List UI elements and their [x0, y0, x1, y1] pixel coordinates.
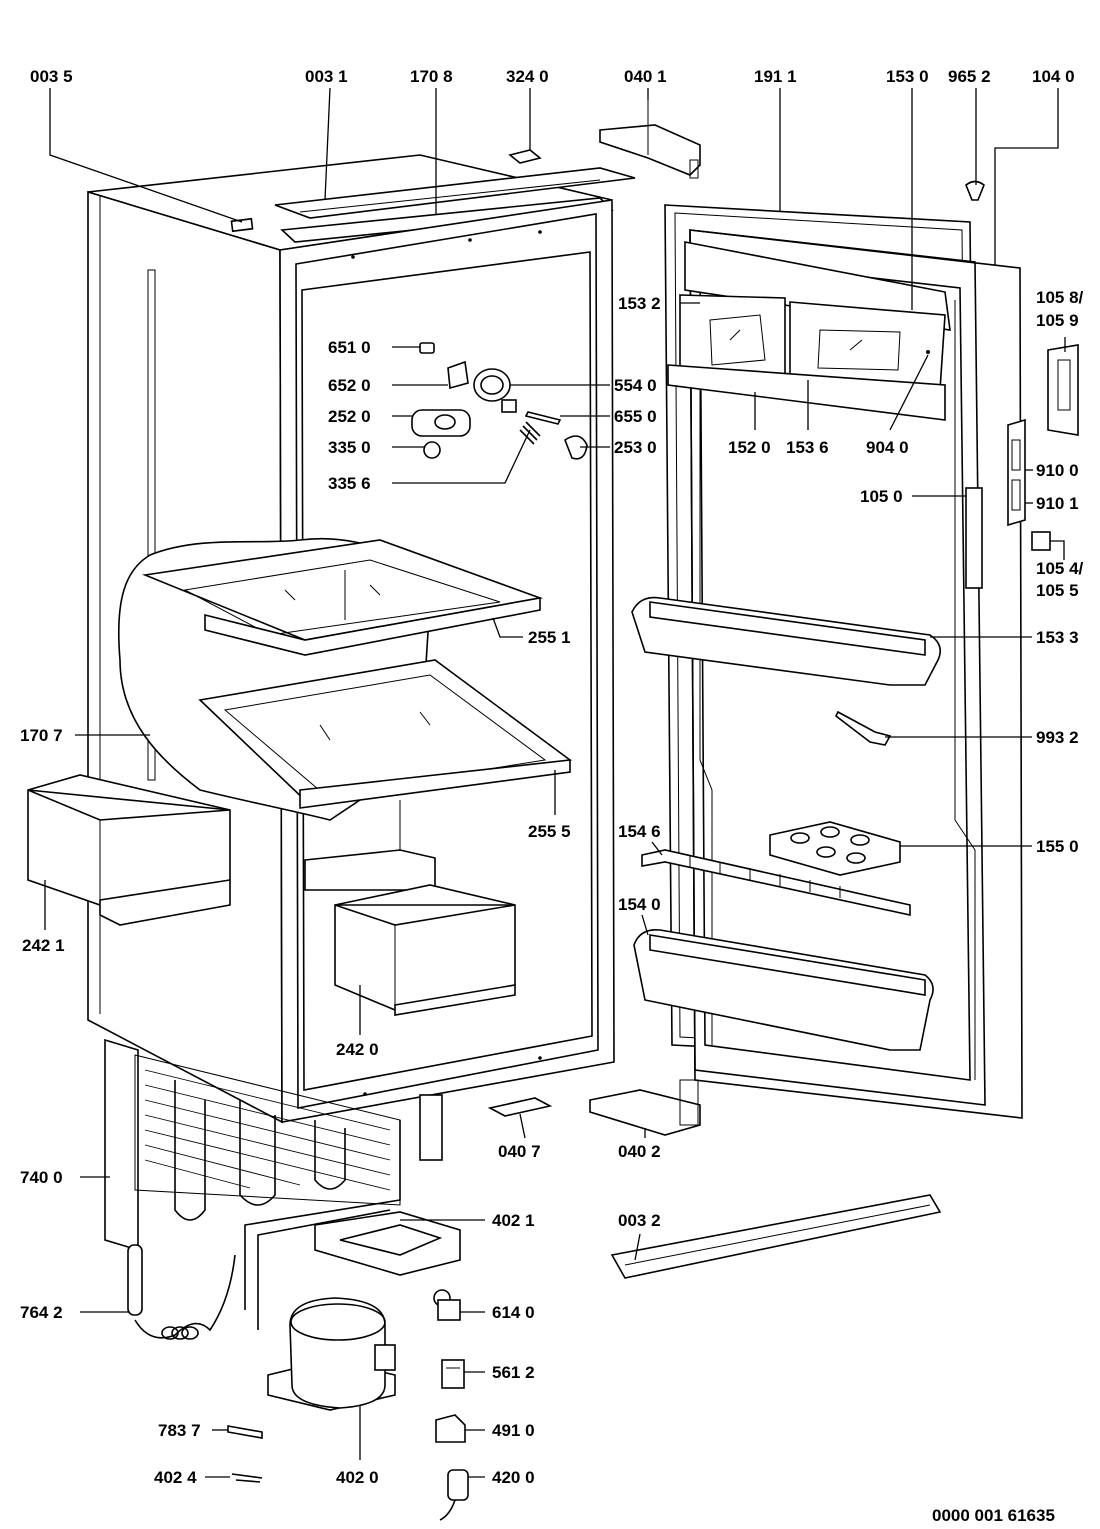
top-hinge: [599, 100, 701, 179]
callout-3356: 335 6: [328, 474, 371, 493]
pipe-discharge: [257, 1209, 391, 1330]
callout-0031: 003 1: [305, 67, 348, 86]
callout-1707: 170 7: [20, 726, 63, 745]
callout-4021: 402 1: [492, 1211, 535, 1230]
callout-7642: 764 2: [20, 1303, 63, 1322]
callout-4200: 420 0: [492, 1468, 535, 1487]
callout-2551: 255 1: [528, 628, 571, 647]
callout-9101: 910 1: [1036, 494, 1079, 513]
callout-0402: 040 2: [618, 1142, 661, 1161]
capillary-coil: [134, 1254, 236, 1339]
glass-shelf-lower: [198, 659, 572, 809]
callout-1530: 153 0: [886, 67, 929, 86]
bottom-hinge: [589, 1079, 701, 1136]
callout-1533: 153 3: [1036, 628, 1079, 647]
callout-3240: 324 0: [506, 67, 549, 86]
callout-1058: 105 8/: [1036, 288, 1084, 307]
callout-4020: 402 0: [336, 1468, 379, 1487]
leader-lines: [44, 87, 1066, 1478]
condenser-grille: [104, 1038, 443, 1252]
callout-9100: 910 0: [1036, 461, 1079, 480]
callout-0035: 003 5: [30, 67, 73, 86]
callout-5540: 554 0: [614, 376, 657, 395]
pipe-suction: [244, 1120, 401, 1310]
dairy-compartment: [667, 241, 951, 421]
callout-2420: 242 0: [336, 1040, 379, 1059]
door-rail: [641, 849, 911, 916]
cover-4910: [435, 1414, 466, 1443]
callout-4024: 402 4: [154, 1468, 197, 1487]
callout-1550: 155 0: [1036, 837, 1079, 856]
callout-1911: 191 1: [754, 67, 797, 86]
relay-6140: [433, 1289, 461, 1321]
callout-1059: 105 9: [1036, 311, 1079, 330]
callout-6510: 651 0: [328, 338, 371, 357]
clip-4024: [231, 1473, 263, 1483]
callout-1546: 154 6: [618, 822, 661, 841]
egg-tray: [769, 821, 901, 876]
latch-910: [1007, 418, 1026, 527]
callout-2530: 253 0: [614, 438, 657, 457]
callout-2555: 255 5: [528, 822, 571, 841]
callout-9932: 993 2: [1036, 728, 1079, 747]
capacitor-4200: [439, 1469, 469, 1521]
plinth-0032: [610, 1194, 942, 1279]
plate-0407: [487, 1097, 553, 1117]
door-bin-upper: [631, 596, 941, 686]
callout-9652: 965 2: [948, 67, 991, 86]
document-code: 0000 001 61635: [932, 1506, 1055, 1525]
callout-4910: 491 0: [492, 1421, 535, 1440]
hinge-bracket-1058: [1047, 344, 1079, 436]
small-cover-324: [508, 149, 542, 164]
callout-1040: 104 0: [1032, 67, 1075, 86]
callout-0407: 040 7: [498, 1142, 541, 1161]
glass-shelf-upper: [141, 539, 544, 656]
callout-5612: 561 2: [492, 1363, 535, 1382]
callout-0401: 040 1: [624, 67, 667, 86]
callout-2421: 242 1: [22, 936, 65, 955]
part-1054: [1031, 531, 1051, 551]
coil-spring: [161, 1326, 199, 1340]
callout-6520: 652 0: [328, 376, 371, 395]
callout-labels: 003 5 003 1 170 8 324 0 040 1 191 1 153 …: [20, 67, 1084, 1525]
callout-1050: 105 0: [860, 487, 903, 506]
thermostat-assembly: [411, 342, 588, 460]
clip-965: [965, 180, 985, 201]
callout-9040: 904 0: [866, 438, 909, 457]
callout-1708: 170 8: [410, 67, 453, 86]
callout-6140: 614 0: [492, 1303, 535, 1322]
callout-1054: 105 4/: [1036, 559, 1084, 578]
crisper-drawer-right: [304, 849, 516, 1016]
callout-0032: 003 2: [618, 1211, 661, 1230]
callout-2520: 252 0: [328, 407, 371, 426]
door-bin-lower: [633, 928, 934, 1051]
callout-6550: 655 0: [614, 407, 657, 426]
callout-1520: 152 0: [728, 438, 771, 457]
overload-5612: [441, 1359, 465, 1389]
compressor-tray: [314, 1211, 461, 1276]
callout-3350: 335 0: [328, 438, 371, 457]
callout-7837: 783 7: [158, 1421, 201, 1440]
callout-1055: 105 5: [1036, 581, 1079, 600]
callout-7400: 740 0: [20, 1168, 63, 1187]
callout-1536: 153 6: [786, 438, 829, 457]
callout-1532: 153 2: [618, 294, 661, 313]
tool-7837: [227, 1425, 263, 1439]
callout-1540: 154 0: [618, 895, 661, 914]
crisper-drawer-left: [27, 774, 231, 926]
sensor-993: [834, 710, 892, 746]
filter-drier: [127, 1244, 143, 1316]
compressor: [267, 1297, 396, 1411]
